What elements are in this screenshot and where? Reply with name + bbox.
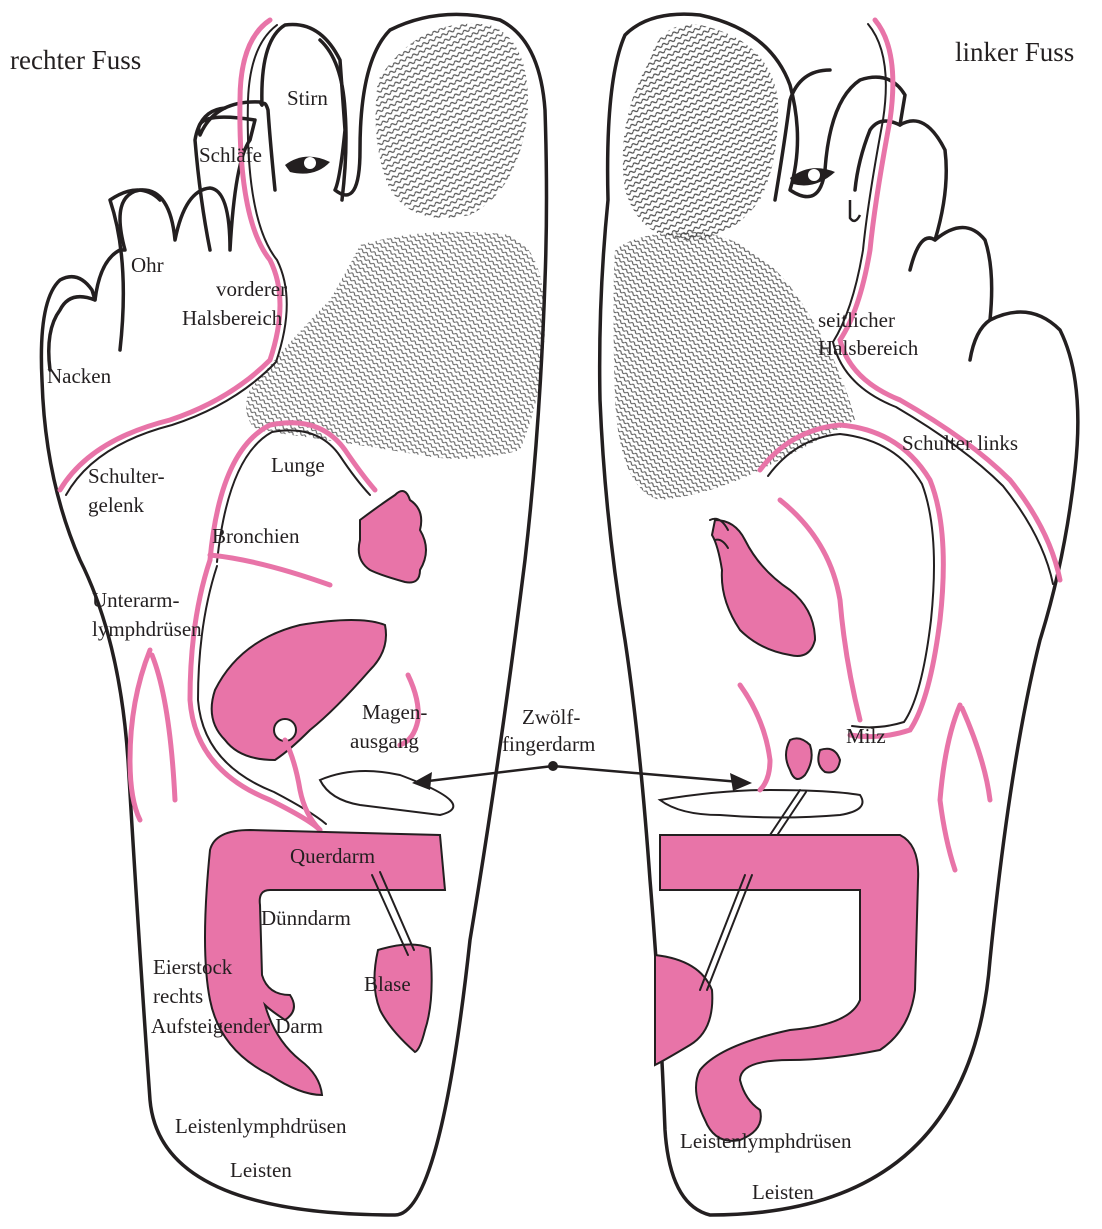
label-duenndarm: Dünndarm (261, 904, 351, 933)
label-leisten-left: Leisten (752, 1178, 814, 1207)
right-lung-shape (359, 491, 426, 583)
label-lunge: Lunge (271, 451, 325, 480)
label-zwoelf-2: fingerdarm (502, 730, 595, 759)
left-duodenum-curve (740, 685, 770, 790)
label-zwoelf-1: Zwölf- (522, 703, 580, 732)
label-vorderer-hals-1: vorderer (216, 275, 287, 304)
left-ball-print (614, 232, 856, 500)
label-unterarm-2: lymphdrüsen (92, 615, 202, 644)
left-duodenum (660, 790, 863, 818)
left-big-toe-print (623, 24, 778, 240)
left-neck-line-inner (833, 24, 1053, 584)
left-spleen-shape (786, 738, 840, 779)
label-unterarm-1: Unterarm- (92, 586, 179, 615)
label-leisten-lymph-left: Leistenlymphdrüsen (680, 1127, 851, 1156)
right-foot-title: rechter Fuss (10, 44, 141, 76)
label-seitlicher-2: Halsbereich (818, 334, 918, 363)
left-toe-gap-4 (970, 320, 990, 360)
label-milz: Milz (846, 722, 886, 751)
left-foot-title: linker Fuss (955, 36, 1074, 68)
right-toe-gap-1 (320, 40, 346, 200)
left-heart-shape (712, 520, 815, 656)
left-neck-line (840, 20, 1060, 580)
left-bladder-shape (655, 955, 712, 1065)
label-leisten-lymph-right: Leistenlymphdrüsen (175, 1112, 346, 1141)
right-bronchial-line (210, 555, 330, 585)
left-arm-line-b (962, 708, 990, 800)
label-bronchien: Bronchien (212, 522, 299, 551)
right-eye-icon (285, 157, 330, 174)
label-ohr: Ohr (131, 251, 164, 280)
label-querdarm: Querdarm (290, 842, 375, 871)
label-leisten-right: Leisten (230, 1156, 292, 1185)
right-toe-gap-2 (262, 103, 275, 190)
label-blase: Blase (364, 970, 411, 999)
label-nacken: Nacken (47, 362, 111, 391)
label-stirn: Stirn (287, 84, 328, 113)
right-duodenum (320, 771, 453, 815)
left-arm-line (940, 705, 960, 870)
right-arm-line (130, 650, 150, 820)
label-eierstock-1: Eierstock (153, 953, 232, 982)
label-magen-1: Magen- (362, 698, 427, 727)
label-schultergelenk-1: Schulter- (88, 462, 165, 491)
right-toe-gap-3 (195, 108, 225, 250)
label-schultergelenk-2: gelenk (88, 491, 144, 520)
left-toe-gap-3 (910, 238, 935, 270)
duodenum-pointer (412, 761, 752, 791)
label-magen-2: ausgang (350, 727, 419, 756)
label-schlaefe: Schläfe (199, 141, 262, 170)
right-big-toe-print (376, 24, 529, 218)
left-bladder-duct (700, 875, 752, 990)
label-vorderer-hals-2: Halsbereich (182, 304, 282, 333)
right-arm-line-b (152, 655, 175, 800)
label-seitlicher-1: seitlicher (818, 306, 895, 335)
right-toe-gap-5 (49, 297, 95, 370)
label-eierstock-2: rechts (153, 982, 203, 1011)
left-foot (600, 14, 1078, 1215)
label-aufsteigend: Aufsteigender Darm (151, 1012, 323, 1041)
right-neck-line (60, 20, 280, 490)
label-schulter-links: Schulter links (902, 429, 1018, 458)
